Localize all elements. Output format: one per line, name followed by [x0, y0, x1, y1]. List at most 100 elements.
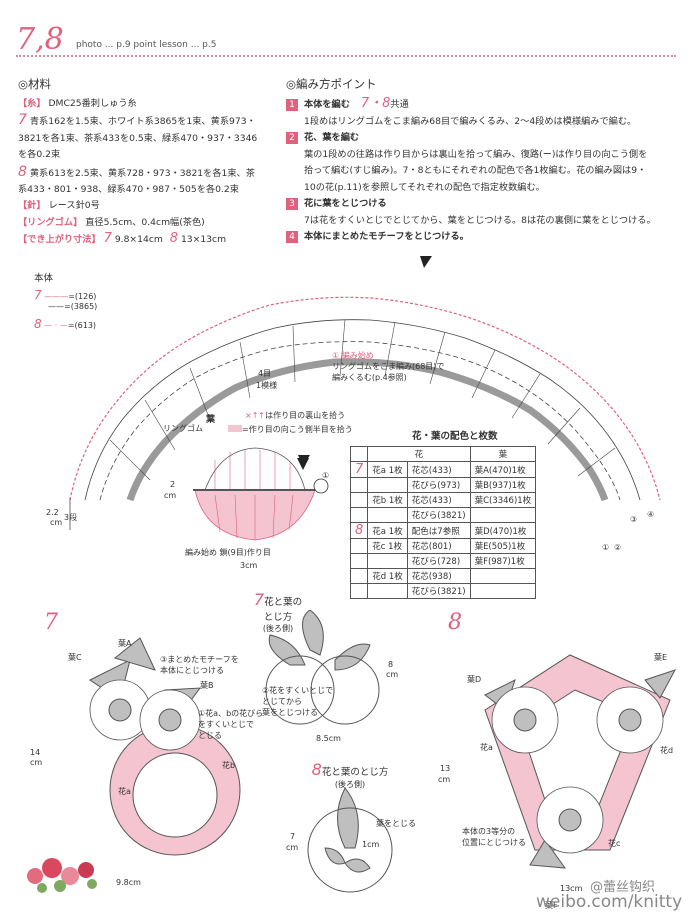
head-leaf: 葉: [469, 446, 537, 462]
color-table-row: 花c 1枚花芯(801)葉E(505)1枚: [349, 538, 537, 554]
marker-4: ④: [647, 510, 655, 519]
watermark-handle: @蕾丝钩织: [590, 880, 656, 895]
join8-height-unit: cm: [286, 843, 299, 852]
stitch-spokes: [109, 319, 616, 481]
size7-value: 9.8×14cm: [114, 234, 163, 246]
fig7-flower-a: 花a: [118, 787, 131, 796]
leaf-start-note: 編み始め 鎖(9目)作り目: [185, 548, 271, 557]
color-table-cell-item: 花芯(433): [406, 461, 471, 478]
color-table-cell-item: 花びら(728): [406, 553, 471, 569]
color-table-cell-leaf: [469, 507, 537, 523]
step1-common: 共通: [390, 99, 409, 110]
step1-items: 7・8: [360, 96, 391, 111]
leaf-crochet-diagram: [193, 447, 329, 541]
legend8-swatch: — · —: [44, 321, 68, 330]
start-arrow: [420, 256, 432, 268]
fig7-leaf-a: 葉A: [118, 639, 132, 648]
fig8-note-1: 本体の3等分の: [462, 827, 516, 836]
body-rows: 3段: [64, 513, 78, 522]
body-chart-label: 本体: [34, 273, 54, 284]
fig8-flower-d: 花d: [660, 746, 674, 755]
fig7-note3-line1: ③まとめたモチーフを: [160, 655, 239, 664]
color-table-cell-leaf: [469, 583, 537, 599]
legend7b-swatch: ——: [48, 302, 64, 311]
join7-title-1: 花と葉の: [264, 597, 303, 608]
color-table-row: 花びら(728)葉F(987)1枚: [349, 553, 537, 569]
item8-number: 8: [18, 163, 27, 180]
fig7-note1-line2: をすくいとじで: [198, 720, 254, 729]
ring-value: 直径5.5cm、0.4cm幅(茶色): [85, 216, 205, 228]
legend7-number: 7: [34, 288, 42, 302]
join8-illustration: [307, 788, 393, 893]
step3-badge: 3: [286, 198, 298, 210]
step1-title: 本体を編む: [304, 99, 350, 110]
join7-height: 8: [388, 660, 394, 669]
join8-number: 8: [311, 760, 322, 779]
fig7-width: 9.8cm: [116, 878, 141, 887]
leaf-legend-2-swatch: [228, 425, 242, 432]
step2-badge: 2: [286, 132, 298, 144]
color-table-cell-part: [367, 553, 408, 569]
join8-title-text: 花と葉のとじ方: [321, 767, 389, 778]
ring-base: [126, 358, 609, 502]
size-label: 【でき上がり寸法】: [18, 234, 101, 246]
fig7-note1-line3: とじる: [198, 731, 222, 740]
step2-text-2: 拾って編む(すじ編み)。7・8ともにそれぞれの配色で各1枚編む。花の編み図は9・: [304, 165, 647, 176]
item7-line-1: 青系162を1.5束、ホワイト系3865を1束、黄系973・: [29, 116, 256, 128]
join7-note: ②花をすくいとじで とじてから 葉をとじつける: [262, 685, 333, 718]
header-divider: [16, 55, 676, 57]
color-table-cell-grp: [349, 477, 369, 493]
step1-text: 1段めはリングゴムをこま編み68目で編みくるみ、2〜4段めは模様編みで編む。: [304, 115, 637, 127]
item7-line-3: を各0.2束: [18, 149, 61, 161]
item8-line-1: 黄系613を2.5束、黄系728・973・3821を各1束、茶: [29, 167, 255, 179]
color-table-cell-leaf: 葉A(470)1枚: [469, 461, 537, 478]
color-table-cell-leaf: 葉E(505)1枚: [469, 538, 537, 554]
color-table-cell-grp: [349, 492, 369, 508]
fig7-note1: ①花a、bの花びら をすくいとじで とじる: [198, 708, 263, 741]
lace-arches: [84, 319, 641, 501]
color-table-cell-part: 花c 1枚: [367, 538, 408, 554]
ring-label: リングゴム: [163, 424, 203, 433]
leaf-marker: ①: [322, 471, 330, 480]
join7-subtitle: (後ろ側): [262, 624, 294, 633]
color-table-cell-leaf: [469, 568, 537, 584]
item8-line-2: 系433・801・938、緑系470・987・505を各0.2束: [18, 184, 239, 196]
join7-note-1: ②花をすくいとじで: [262, 686, 334, 695]
color-table-row: 花びら(3821): [349, 507, 537, 523]
fig7-note3-line2: 本体にとじつける: [160, 666, 224, 675]
size8-number: 8: [169, 231, 179, 247]
color-table-row: 花びら(973)葉B(937)1枚: [349, 477, 537, 493]
leaf-legend-2: =作り目の向こう側半目を拾う: [228, 424, 353, 435]
color-table-cell-grp: 7: [349, 461, 369, 478]
head-flower: 花: [367, 446, 471, 462]
step3-text: 7は花をすくいとじでとじてから、葉をとじつける。8は花の裏側に葉をとじつける。: [304, 214, 656, 226]
fig8-note-2: 位置にとじつける: [462, 838, 526, 847]
fig7-leaf-b: 葉B: [200, 681, 214, 690]
color-table-cell-part: 花d 1枚: [367, 568, 408, 584]
color-table-cell-grp: 8: [349, 522, 369, 539]
points-section: ◎編み方ポイント 1 本体を編む 7・8共通 1段めはリングゴムをこま編み68目で…: [286, 76, 682, 246]
color-table-cell-leaf: 葉D(470)1枚: [469, 522, 537, 539]
color-table-cell-part: [367, 507, 408, 523]
materials-section: ◎材料 【糸】 DMC25番刺しゅう糸 7 青系162を1.5束、ホワイト系38…: [18, 76, 290, 249]
color-table-cell-part: 花a 1枚: [367, 522, 408, 539]
page-reference: photo ... p.9 point lesson ... p.5: [76, 40, 217, 50]
thread-label: 【糸】: [18, 98, 46, 109]
join7-title: 7花と葉の とじ方 (後ろ側): [238, 590, 318, 634]
points-heading: ◎編み方ポイント: [286, 77, 377, 91]
marker-3: ③: [630, 515, 638, 524]
pattern-rows: 4目: [258, 369, 272, 378]
fig7-illustration: [89, 637, 241, 856]
start-note: ① 編み始め リングゴムをこま編み(68目)で 編みくるむ(p.4参照): [332, 350, 444, 383]
step2-title: 花、葉を編む: [304, 132, 360, 143]
color-table-row: 花びら(3821): [349, 583, 537, 599]
step4-title: 本体にまとめたモチーフをとじつける。: [304, 231, 469, 242]
step2-text-3: 10の花(p.11)を参照してそれぞれの配色で指定枚数編む。: [304, 181, 545, 193]
step1-badge: 1: [286, 99, 298, 111]
fig8-leaf-f: 葉F: [545, 901, 558, 910]
marker-2: ②: [614, 543, 622, 552]
marker-1: ①: [602, 543, 610, 552]
